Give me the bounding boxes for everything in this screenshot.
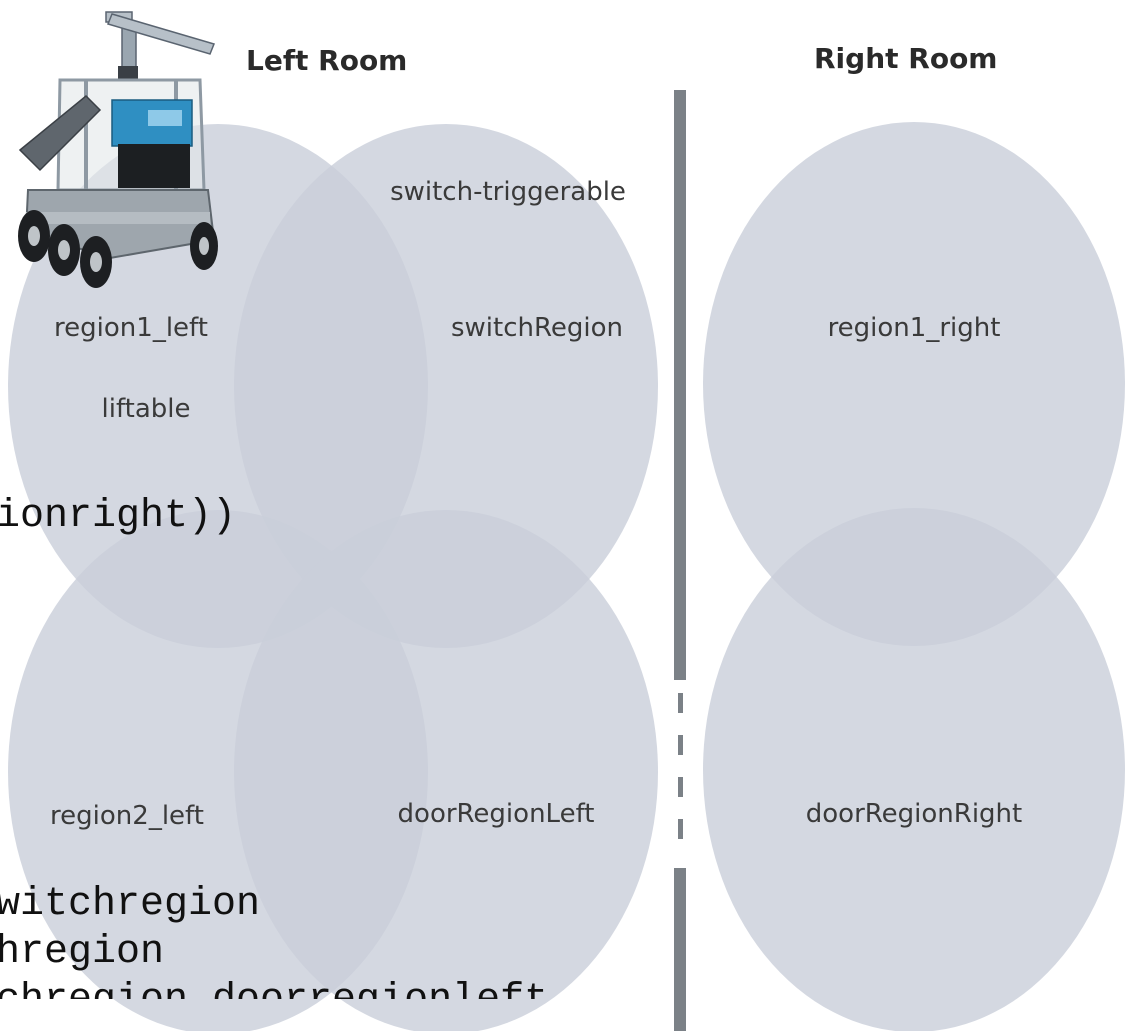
left-room-heading: Left Room [246,44,408,77]
code-line-4: chregion doorregionleft [0,978,548,1023]
switch-region-label: switchRegion [451,313,623,343]
code-line-2: witchregion [0,882,261,927]
wall-lower [674,868,686,1031]
region1-right-label: region1_right [828,313,1001,343]
region1-left-label: region1_left [54,313,208,343]
region1-right-ellipse [703,122,1125,646]
door-region-right-ellipse [703,508,1125,1032]
door-dash-2 [678,735,683,755]
right-room-heading: Right Room [814,42,998,75]
wall-upper [674,90,686,680]
switch-triggerable-label: switch-triggerable [390,177,626,207]
door-dash-3 [678,777,683,797]
door-region-left-ellipse [234,510,658,1034]
door-dash-1 [678,693,683,713]
robot-icon [18,11,218,288]
door-region-left-label: doorRegionLeft [398,799,595,829]
door-dash-4 [678,819,683,839]
code-line-1: ionright)) [0,494,237,539]
door-region-right-label: doorRegionRight [806,799,1022,829]
region2-left-label: region2_left [50,801,204,831]
code-line-3: hregion [0,930,165,975]
switch-region-ellipse [234,124,658,648]
liftable-label: liftable [102,394,191,424]
